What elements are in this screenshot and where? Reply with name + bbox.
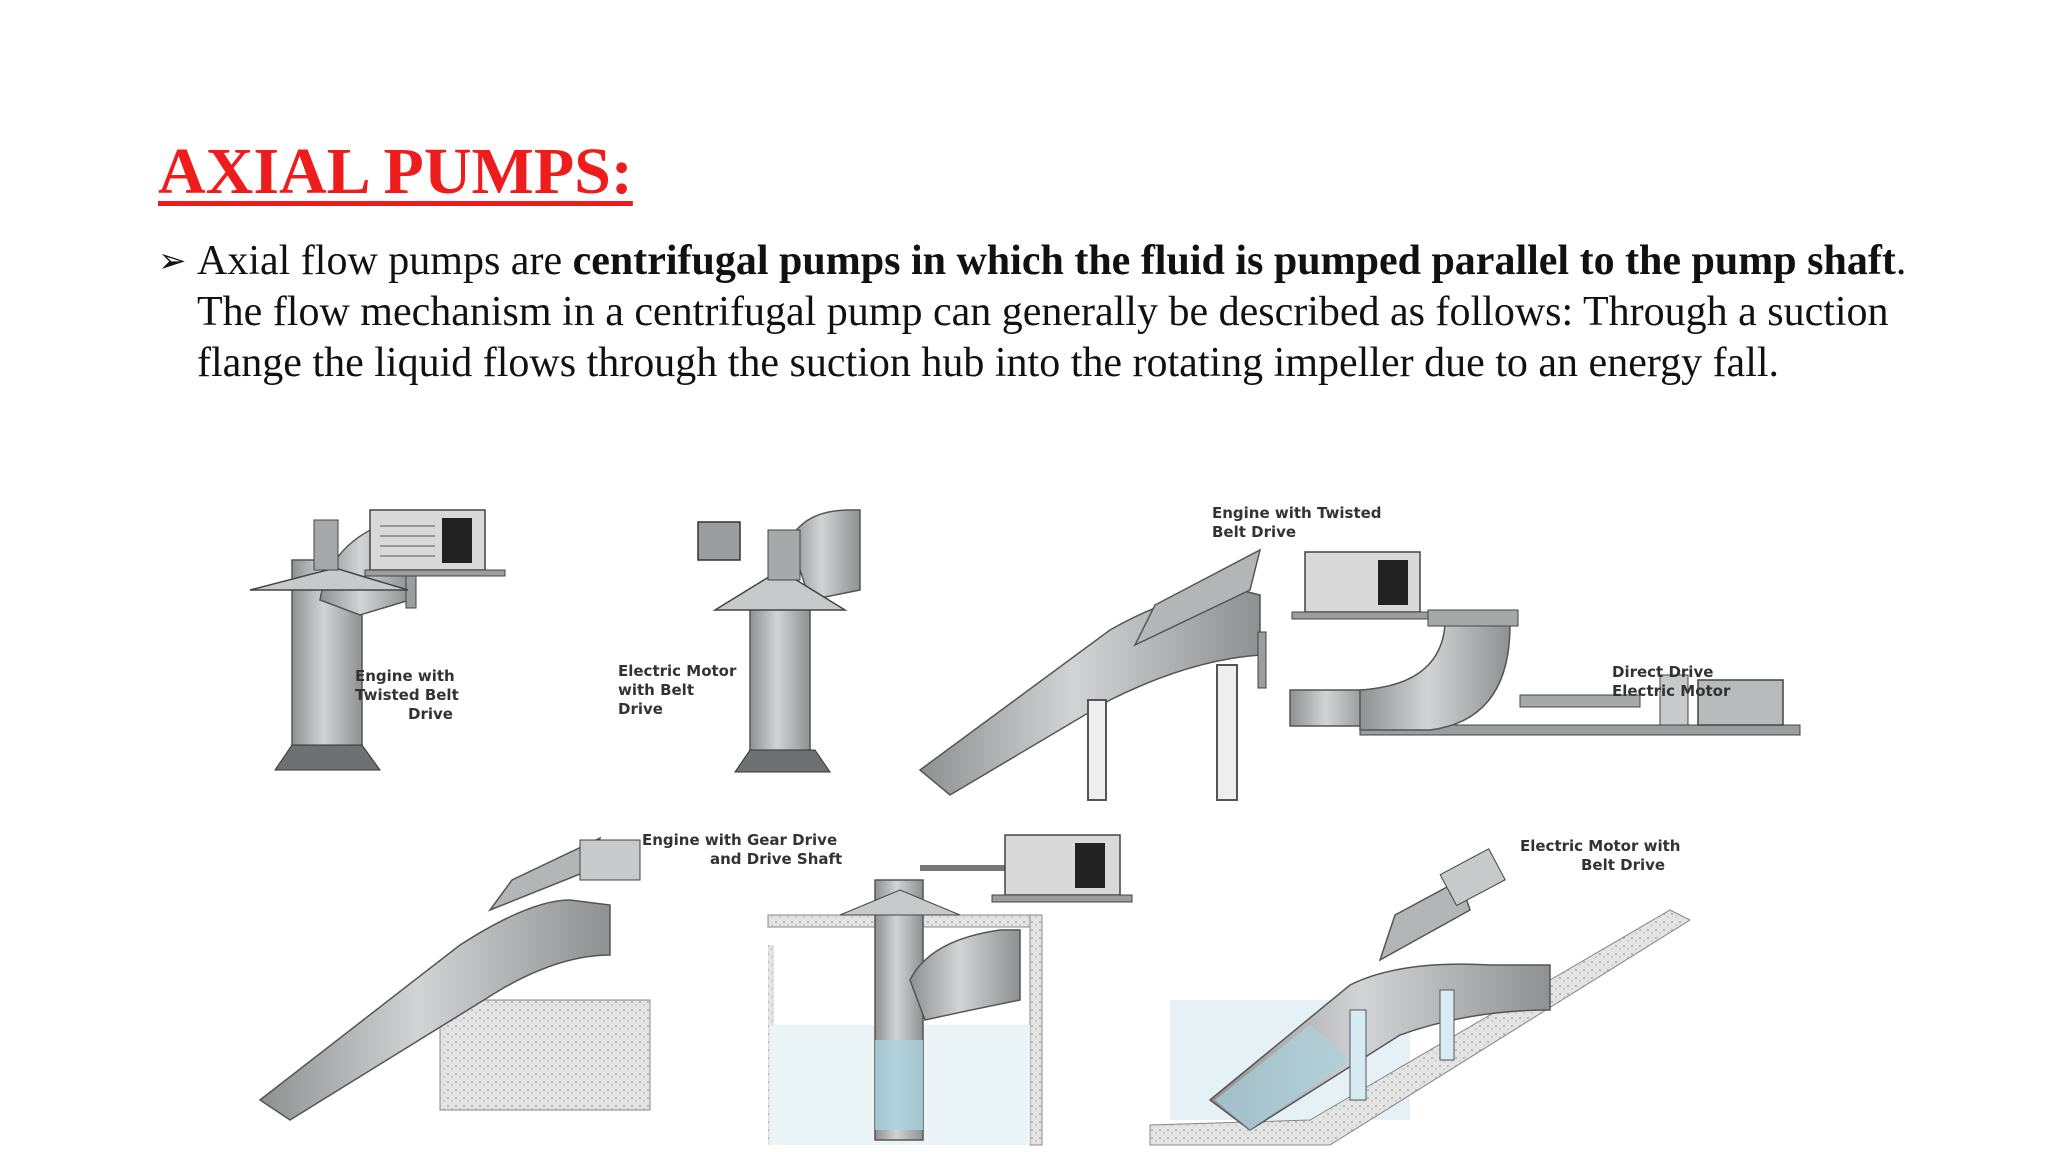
caption-3-line-1: Engine with Twisted bbox=[1212, 504, 1382, 522]
caption-6-line-2: Belt Drive bbox=[1581, 856, 1665, 874]
slide-title: AXIAL PUMPS: bbox=[158, 135, 633, 208]
caption-2-line-2: with Belt bbox=[618, 681, 694, 699]
pump-horizontal-direct-drive: Direct Drive Electric Motor bbox=[1289, 609, 1801, 736]
bullet-text: Axial flow pumps are centrifugal pumps i… bbox=[197, 236, 1918, 389]
caption-6-line-1: Electric Motor with bbox=[1520, 837, 1680, 855]
caption-1-line-3: Drive bbox=[408, 705, 453, 723]
pump-engine-twisted-belt-drive: Engine with Twisted Belt Drive bbox=[249, 509, 506, 771]
caption-2-line-1: Electric Motor bbox=[618, 662, 737, 680]
bullet-paragraph: ➢ Axial flow pumps are centrifugal pumps… bbox=[158, 236, 1918, 389]
caption-5-line-1: Engine with Gear Drive bbox=[642, 831, 837, 849]
pump-inclined-concrete-support: Engine with Gear Drive and Drive Shaft bbox=[258, 831, 842, 1121]
caption-4-line-1: Direct Drive bbox=[1612, 663, 1713, 681]
bullet-text-bold: centrifugal pumps in which the fluid is … bbox=[572, 238, 1896, 284]
pump-inclined-engine-twisted-belt: Engine with Twisted Belt Drive bbox=[918, 504, 1443, 801]
caption-4-line-2: Electric Motor bbox=[1612, 682, 1731, 700]
caption-3-line-2: Belt Drive bbox=[1212, 523, 1296, 541]
caption-2-line-3: Drive bbox=[618, 700, 663, 718]
bullet-text-intro: Axial flow pumps are bbox=[197, 238, 573, 284]
caption-5-line-2: and Drive Shaft bbox=[710, 850, 842, 868]
pump-vertical-sump bbox=[767, 834, 1133, 1146]
arrow-bullet-icon: ➢ bbox=[158, 241, 187, 281]
axial-pump-configurations-figure: Engine with Twisted Belt Drive Electric … bbox=[249, 504, 1801, 1146]
pump-electric-motor-belt-drive: Electric Motor with Belt Drive bbox=[618, 509, 861, 773]
pump-inclined-slope: Electric Motor with Belt Drive bbox=[1149, 837, 1692, 1146]
caption-1-line-2: Twisted Belt bbox=[355, 686, 459, 704]
bullet-text-rest: . The flow mechanism in a centrifugal pu… bbox=[197, 238, 1907, 386]
caption-1-line-1: Engine with bbox=[355, 667, 455, 685]
